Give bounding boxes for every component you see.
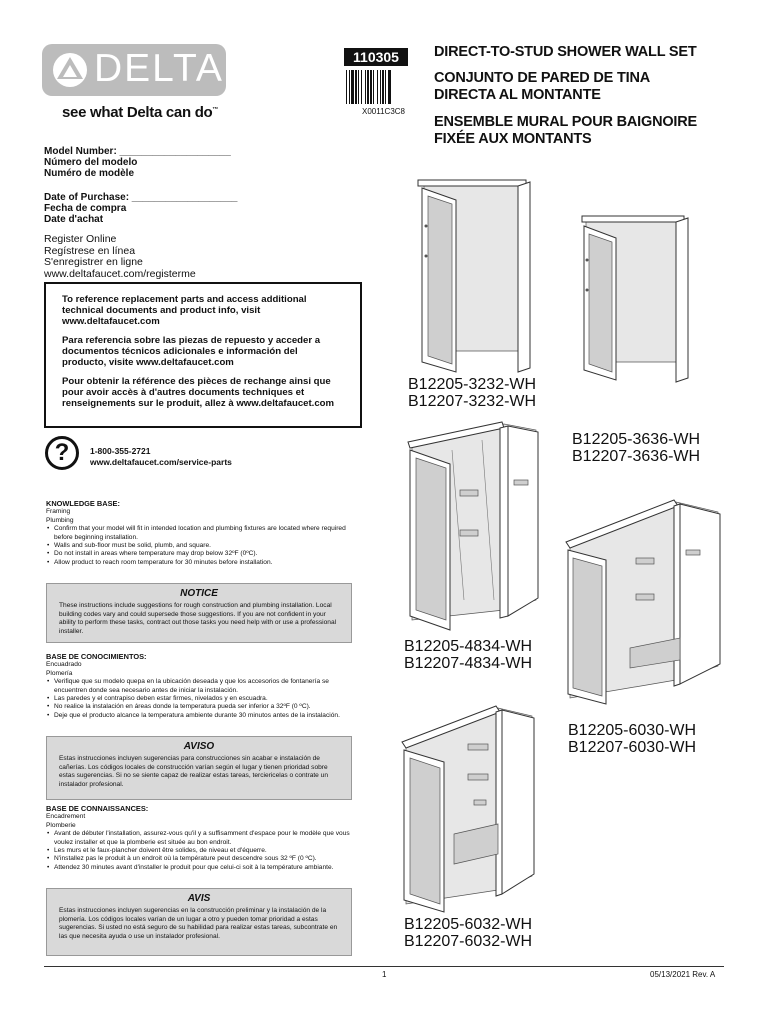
revision-date: 05/13/2021 Rev. A <box>650 970 716 979</box>
reference-box: To reference replacement parts and acces… <box>44 282 362 428</box>
help-phone: 1-800-355-2721 <box>90 446 151 456</box>
list-item: Avant de débuter l'installation, assurez… <box>47 830 352 847</box>
notice-box-en: NOTICE These instructions include sugges… <box>46 583 352 643</box>
help-url[interactable]: www.deltafaucet.com/service-parts <box>90 457 232 467</box>
barcode <box>346 70 391 104</box>
knowledge-base-en: KNOWLEDGE BASE: Framing Plumbing Confirm… <box>46 499 352 568</box>
shower-illustration-6030 <box>565 499 721 705</box>
delta-logo-icon <box>53 53 87 87</box>
help-contact: 1-800-355-2721 www.deltafaucet.com/servi… <box>90 446 232 468</box>
notice-box-es: AVISO Estas instrucciones incluyen suger… <box>46 736 352 800</box>
knowledge-base-fr: BASE DE CONNAISSANCES: Encadrement Plomb… <box>46 804 352 873</box>
barcode-bar <box>351 70 354 104</box>
list-item: Walls and sub-floor must be solid, plumb… <box>47 542 352 551</box>
register-online: Register Online Regístrese en línea S'en… <box>44 233 196 280</box>
barcode-bar <box>388 70 391 104</box>
page-number: 1 <box>382 970 387 979</box>
list-item: Allow product to reach room temperature … <box>47 559 352 568</box>
barcode-bar <box>355 70 357 104</box>
title-es-line2: DIRECTA AL MONTANTE <box>434 87 601 103</box>
barcode-bar <box>380 70 381 104</box>
list-item: No realice la instalación en áreas donde… <box>47 703 352 712</box>
reference-en: To reference replacement parts and acces… <box>62 294 307 327</box>
delta-logo: DELTA <box>42 44 226 96</box>
barcode-bar <box>361 70 362 104</box>
barcode-bar <box>346 70 347 104</box>
reference-fr: Pour obtenir la référence des pièces de … <box>62 376 335 409</box>
list-item: Do not install in areas where temperatur… <box>47 550 352 559</box>
document-code: 110305 <box>344 48 408 66</box>
purchase-date-field: Date of Purchase: ___________________ Fe… <box>44 192 238 225</box>
barcode-bar <box>365 70 366 104</box>
list-item: Verifique que su modelo quepa en la ubic… <box>47 678 352 695</box>
shower-illustration-3636 <box>581 215 689 383</box>
title-es-line1: CONJUNTO DE PARED DE TINA <box>434 70 651 86</box>
title-fr-line2: FIXÉE AUX MONTANTS <box>434 131 592 147</box>
title-en: DIRECT-TO-STUD SHOWER WALL SET <box>434 44 697 60</box>
model-number-field: Model Number: ____________________ Númer… <box>44 146 231 179</box>
knowledge-base-es: BASE DE CONOCIMIENTOS: Encuadrado Plomer… <box>46 652 352 721</box>
barcode-bar <box>373 70 374 104</box>
notice-box-fr: AVIS Estas instrucciones incluyen sugere… <box>46 888 352 956</box>
shower-illustration-3232 <box>417 179 531 373</box>
shower-illustration-4834 <box>407 421 539 631</box>
list-item: Les murs et le faux-plancher doivent êtr… <box>47 847 352 856</box>
tagline: see what Delta can do™ <box>62 104 219 121</box>
list-item: N'installez pas le produit à un endroit … <box>47 855 352 864</box>
list-item: Deje que el producto alcance la temperat… <box>47 712 352 721</box>
list-item: Attendez 30 minutes avant d'installer le… <box>47 864 352 873</box>
logo-wordmark: DELTA <box>94 47 224 90</box>
list-item: Las paredes y el contrapiso deben estar … <box>47 695 352 704</box>
list-item: Confirm that your model will fit in inte… <box>47 525 352 542</box>
barcode-bar <box>370 70 372 104</box>
barcode-bar <box>382 70 384 104</box>
footer-divider <box>44 966 724 967</box>
reference-es: Para referencia sobre las piezas de repu… <box>62 335 321 368</box>
barcode-caption: X0011C3C8 <box>362 107 405 116</box>
barcode-bar <box>349 70 350 104</box>
barcode-bar <box>377 70 378 104</box>
shower-illustration-6032 <box>401 705 535 913</box>
barcode-bar <box>358 70 359 104</box>
help-question-icon: ? <box>45 436 79 470</box>
title-fr-line1: ENSEMBLE MURAL POUR BAIGNOIRE <box>434 114 698 130</box>
barcode-bar <box>367 70 369 104</box>
barcode-bar <box>385 70 386 104</box>
register-link[interactable]: www.deltafaucet.com/registerme <box>44 267 196 280</box>
